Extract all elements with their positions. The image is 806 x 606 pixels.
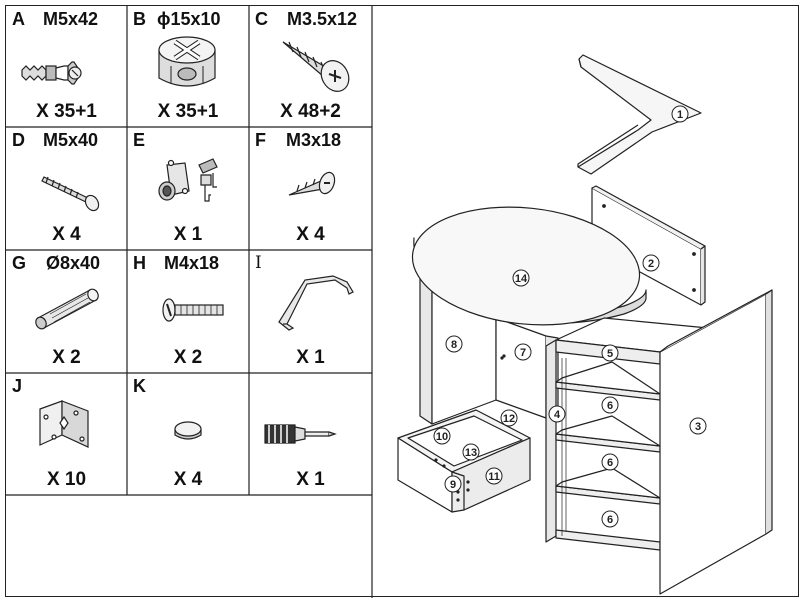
- part-number: 6: [607, 457, 613, 469]
- part-marker: 7: [514, 343, 532, 361]
- long-screw-icon: [41, 176, 100, 212]
- part-number: 6: [607, 514, 613, 526]
- part-marker: 1: [671, 105, 689, 123]
- part-number: 14: [515, 273, 528, 285]
- part-number: 9: [450, 479, 456, 491]
- hardware-spec: M5x40: [43, 130, 99, 150]
- hardware-cell-j: J X 10: [6, 373, 127, 495]
- wood-screw-icon: [282, 41, 350, 92]
- hardware-letter: B: [133, 9, 146, 29]
- part-number: 5: [607, 348, 613, 360]
- hardware-spec: Ø8x40: [46, 253, 101, 273]
- hardware-quantity: X 1: [296, 347, 325, 368]
- hardware-letter: C: [255, 9, 268, 29]
- part-right-side-panel: [659, 289, 773, 595]
- hardware-cell-a: A M5x42 X 35+1: [6, 6, 127, 127]
- part-number: 7: [520, 347, 526, 359]
- part-marker: 14: [512, 269, 530, 287]
- hardware-spec: M3.5x12: [287, 9, 358, 29]
- hardware-quantity: X 4: [52, 224, 81, 245]
- hardware-quantity: X 48+2: [280, 101, 341, 122]
- part-number: 4: [554, 409, 561, 421]
- hardware-cell-g: G Ø8x40 X 2: [6, 250, 127, 373]
- part-number-markers: 1 2 3 4 5 6 6 6 7 8 9 10 11 12 13 14: [433, 105, 707, 528]
- hardware-letter: E: [133, 130, 146, 150]
- hardware-cell-f: F M3x18 X 4: [249, 127, 372, 250]
- part-number: 3: [695, 421, 701, 433]
- hardware-cell-k: K X 4: [127, 373, 249, 495]
- angle-bracket-icon: [39, 400, 89, 448]
- cam-bolt-icon: [21, 61, 82, 85]
- part-marker: 8: [445, 335, 463, 353]
- short-screw-icon: [288, 171, 336, 196]
- part-marker: 4: [548, 405, 566, 423]
- part-marker: 6: [601, 453, 619, 471]
- part-marker: 12: [500, 409, 518, 427]
- hardware-cell-b: B ϕ15x10 X 35+1: [127, 6, 249, 127]
- part-number: 2: [648, 258, 654, 270]
- part-number: 10: [436, 431, 448, 443]
- part-left-side-panel: [419, 253, 497, 425]
- hardware-quantity: X 1: [296, 469, 325, 490]
- hardware-letter: G: [12, 253, 27, 273]
- parts-grid-lines: [6, 6, 373, 598]
- hardware-cell-c: C M3.5x12 X 48+2: [249, 6, 372, 127]
- hardware-letter: J: [12, 376, 23, 396]
- part-top-l-panel: [577, 54, 702, 175]
- drawer-lock-with-keys-icon: [158, 158, 218, 202]
- part-marker: 2: [642, 254, 660, 272]
- hardware-spec: M3x18: [286, 130, 342, 150]
- hardware-quantity: X 35+1: [157, 101, 219, 122]
- hardware-cell-h: H M4x18 X 2: [127, 250, 249, 373]
- hardware-cell-tool: X 1: [249, 373, 372, 495]
- part-number: 8: [451, 339, 457, 351]
- hardware-spec: M4x18: [164, 253, 220, 273]
- part-number: 6: [607, 400, 613, 412]
- part-number: 11: [488, 471, 500, 483]
- hardware-quantity: X 4: [173, 469, 203, 490]
- hardware-quantity: X 10: [46, 469, 87, 490]
- part-oval-top: [411, 206, 647, 326]
- hardware-quantity: X 2: [173, 347, 203, 368]
- part-number: 12: [503, 413, 515, 425]
- instruction-sheet: A M5x42 X 35+1 B ϕ15x10: [5, 5, 799, 598]
- part-marker: 6: [601, 396, 619, 414]
- hardware-cell-d: D M5x40 X 4: [6, 127, 127, 250]
- hardware-quantity: X 2: [52, 347, 81, 368]
- part-marker: 9: [444, 475, 462, 493]
- part-back-panel: [591, 185, 706, 306]
- hardware-letter: I: [255, 253, 262, 273]
- part-marker: 3: [689, 417, 707, 435]
- hardware-letter: A: [12, 9, 25, 29]
- hardware-cell-e: E X 1: [127, 127, 249, 250]
- hardware-spec: ϕ15x10: [157, 9, 221, 29]
- drawer-handle-icon: [278, 275, 354, 331]
- hardware-letter: D: [12, 130, 25, 150]
- felt-pad-icon: [174, 421, 202, 440]
- hardware-quantity: X 1: [173, 224, 203, 245]
- hardware-letter: H: [133, 253, 146, 273]
- hardware-cell-i: I X 1: [249, 250, 372, 373]
- hardware-letter: K: [133, 376, 146, 396]
- cam-lock-icon: [158, 36, 216, 87]
- part-marker: 6: [601, 510, 619, 528]
- part-marker: 10: [433, 427, 451, 445]
- hardware-letter: F: [255, 130, 266, 150]
- part-number: 1: [677, 109, 683, 121]
- hardware-quantity: X 4: [296, 224, 325, 245]
- hardware-spec: M5x42: [43, 9, 99, 29]
- part-marker: 13: [462, 443, 480, 461]
- screwdriver-icon: [264, 424, 337, 444]
- part-marker: 5: [601, 344, 619, 362]
- hardware-quantity: X 35+1: [36, 101, 97, 122]
- machine-screw-icon: [162, 298, 224, 322]
- desk-exploded-view: 1 2 3 4 5 6 6 6 7 8 9 10 11 12 13 14: [397, 54, 773, 595]
- wood-dowel-icon: [35, 288, 99, 330]
- part-number: 13: [465, 447, 477, 459]
- part-marker: 11: [485, 467, 503, 485]
